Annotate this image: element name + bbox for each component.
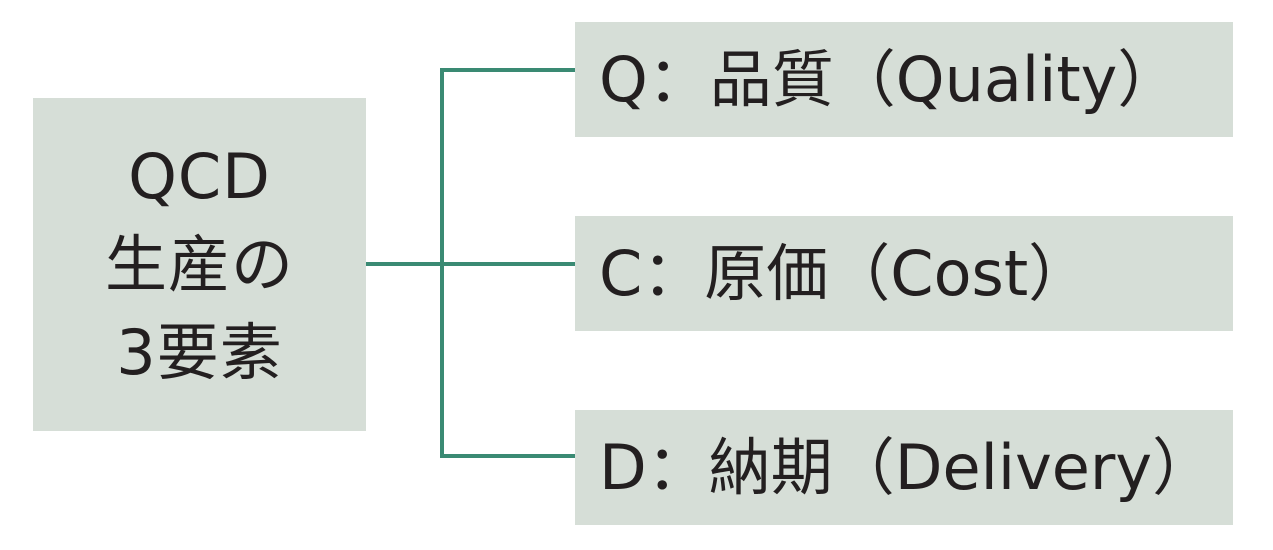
delivery-label: D：納期（Delivery） xyxy=(599,430,1215,504)
root-node-box: QCD 生産の 3要素 xyxy=(33,98,366,431)
cost-node-box: C：原価（Cost） xyxy=(575,216,1233,331)
quality-node-box: Q：品質（Quality） xyxy=(575,22,1233,137)
root-line-production: 生産の xyxy=(104,227,294,301)
cost-label: C：原価（Cost） xyxy=(599,236,1091,310)
delivery-node-box: D：納期（Delivery） xyxy=(575,410,1233,525)
root-line-qcd: QCD xyxy=(128,139,271,213)
quality-label: Q：品質（Quality） xyxy=(599,42,1180,116)
root-line-three-elements: 3要素 xyxy=(116,315,283,389)
